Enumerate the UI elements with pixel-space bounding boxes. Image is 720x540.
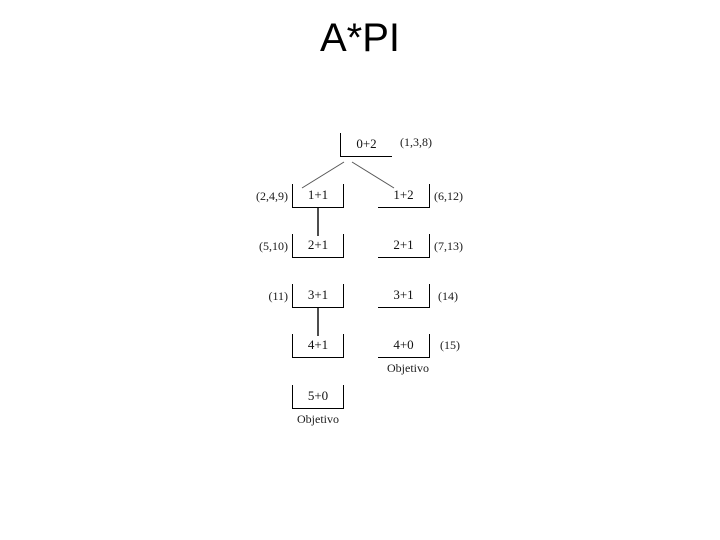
tree-node-l3[interactable]: 3+1 [292,284,344,308]
node-cost-r1: (6,12) [434,189,463,203]
tree-node-l1[interactable]: 1+1 [292,184,344,208]
node-cost-r2: (7,13) [434,239,463,253]
node-label: 5+0 [307,388,329,403]
node-label: 1+1 [307,187,329,202]
tree-node-l4[interactable]: 4+1 [292,334,344,358]
node-cost-r3: (14) [438,289,458,303]
tree-node-l5[interactable]: 5+0 [292,385,344,409]
node-label: 1+2 [393,187,414,202]
goal-label-l5: Objetivo [297,412,339,426]
node-cost-root: (1,3,8) [400,135,432,149]
goal-label-r4: Objetivo [387,361,429,375]
edge-layer [301,161,395,336]
tree-node-r4[interactable]: 4+0 [378,334,430,358]
node-label: 4+1 [307,337,329,352]
node-cost-l1: (2,4,9) [256,189,288,203]
tree-node-r1[interactable]: 1+2 [378,184,430,208]
node-label: 3+1 [393,287,414,302]
node-label: 3+1 [307,287,329,302]
node-cost-l3: (11) [268,289,288,303]
node-label: 4+0 [393,337,414,352]
tree-node-r2[interactable]: 2+1 [378,234,430,258]
page-title: A*PI [319,16,401,60]
tree-node-root[interactable]: 0+2 [340,133,392,157]
tree-node-r3[interactable]: 3+1 [378,284,430,308]
node-cost-l2: (5,10) [259,239,288,253]
node-label: 2+1 [307,237,329,252]
search-tree-diagram: 0+2 (1,3,8) 1+1 (2,4,9) 1+2 (6,12) 2+1 (… [240,120,490,440]
node-cost-r4: (15) [440,338,460,352]
node-label: 0+2 [356,136,377,151]
node-label: 2+1 [393,237,414,252]
tree-node-l2[interactable]: 2+1 [292,234,344,258]
